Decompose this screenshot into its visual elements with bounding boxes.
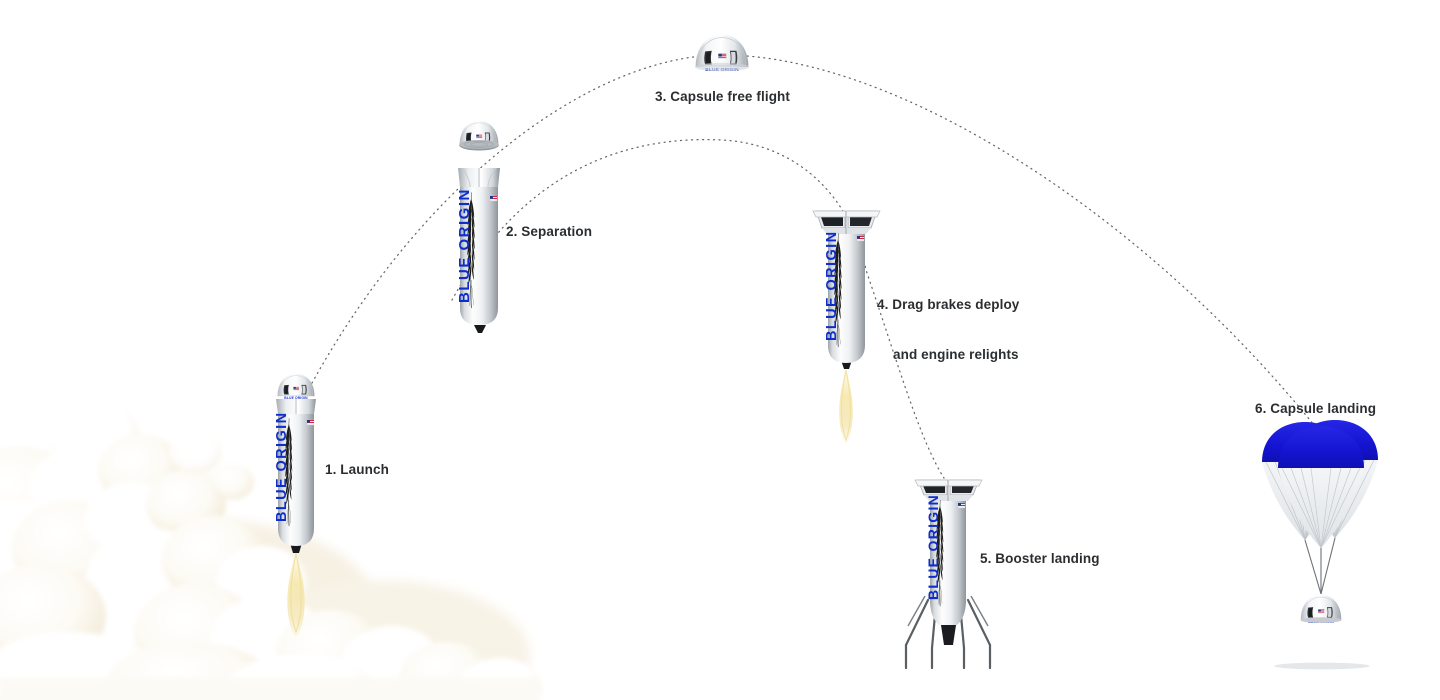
step-label-drag-brakes: 4. Drag brakes deploy and engine relight… <box>877 264 1019 396</box>
craft-separation: BLUE ORIGIN <box>456 120 500 333</box>
step-label-separation: 2. Separation <box>506 224 593 239</box>
craft-drag-brakes: BLUE ORIGIN <box>812 210 881 446</box>
parachutes <box>1262 420 1378 549</box>
engine-flame <box>287 551 305 640</box>
craft-booster-landing: BLUE ORIGIN <box>904 479 992 670</box>
step-label-drag-brakes-line1: 4. Drag brakes deploy <box>877 297 1020 312</box>
craft-capsule-landing <box>1262 420 1378 670</box>
craft-capsule-free-flight <box>695 34 749 74</box>
svg-text:BLUE ORIGIN: BLUE ORIGIN <box>925 494 941 600</box>
step-label-capsule-free-flight: 3. Capsule free flight <box>655 89 790 104</box>
craft-launch: BLUE ORIGIN <box>274 373 316 640</box>
step-label-drag-brakes-line2: and engine relights <box>893 346 1019 362</box>
step-label-capsule-landing: 6. Capsule landing <box>1255 401 1377 416</box>
step-label-booster-landing: 5. Booster landing <box>980 551 1100 566</box>
step-label-launch: 1. Launch <box>325 462 389 477</box>
svg-text:BLUE ORIGIN: BLUE ORIGIN <box>824 231 840 341</box>
ground-shadow <box>1274 662 1370 670</box>
svg-text:BLUE ORIGIN: BLUE ORIGIN <box>274 412 290 522</box>
svg-text:BLUE ORIGIN: BLUE ORIGIN <box>456 188 473 303</box>
parachute-risers <box>1304 537 1336 595</box>
booster-trajectory <box>451 138 945 479</box>
